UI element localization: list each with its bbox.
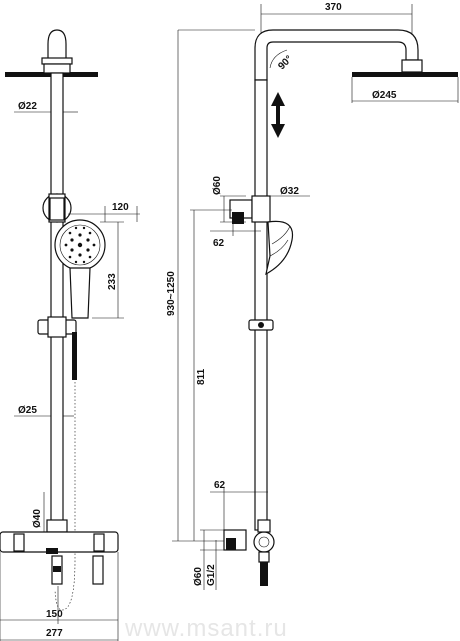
dim-pipe-dia-mid: Ø25 xyxy=(18,405,37,416)
mixer-front xyxy=(0,531,119,585)
dim-bracket-offset: 62 xyxy=(213,238,225,249)
dim-rail-height: 811 xyxy=(196,368,207,385)
slide-bracket-side xyxy=(229,195,271,224)
front-view: Ø22 120 xyxy=(0,29,140,641)
dim-connector-dia: Ø40 xyxy=(32,509,43,528)
dim-pipe-dia-top: Ø22 xyxy=(18,101,37,112)
dim-mixer-width: 277 xyxy=(46,628,63,639)
riser-pipe-front xyxy=(50,72,64,526)
dim-mixer-offset: 62 xyxy=(214,480,226,491)
slide-bracket-front xyxy=(42,193,72,223)
overhead-shower-side xyxy=(352,59,458,77)
dim-handshower-height: 233 xyxy=(107,273,118,290)
dim-height-range: 930~1250 xyxy=(166,271,177,316)
side-view: 370 90° Ø245 930~1250 xyxy=(166,2,459,590)
dim-overhead-dia: Ø245 xyxy=(372,90,397,101)
overhead-shower-front xyxy=(5,29,98,77)
riser-pipe-side xyxy=(254,79,268,531)
dim-arm-length: 370 xyxy=(325,2,342,13)
height-adjust-arrow-icon xyxy=(271,92,285,138)
handshower-holder-front xyxy=(37,316,77,380)
dim-inlet-dia: Ø60 xyxy=(193,567,204,586)
mixer-side xyxy=(223,519,275,586)
hand-shower-side xyxy=(265,220,294,276)
dim-rail-dia: Ø32 xyxy=(280,186,299,197)
hand-shower-front xyxy=(54,219,106,319)
dim-arm-angle: 90° xyxy=(276,54,294,72)
dim-inlet-thread: G1/2 xyxy=(206,564,217,586)
dim-handshower-width: 120 xyxy=(112,202,129,213)
dim-bracket-dia: Ø60 xyxy=(212,176,223,195)
dim-centre-distance: 150 xyxy=(46,609,63,620)
watermark: www.msant.ru xyxy=(124,615,288,641)
